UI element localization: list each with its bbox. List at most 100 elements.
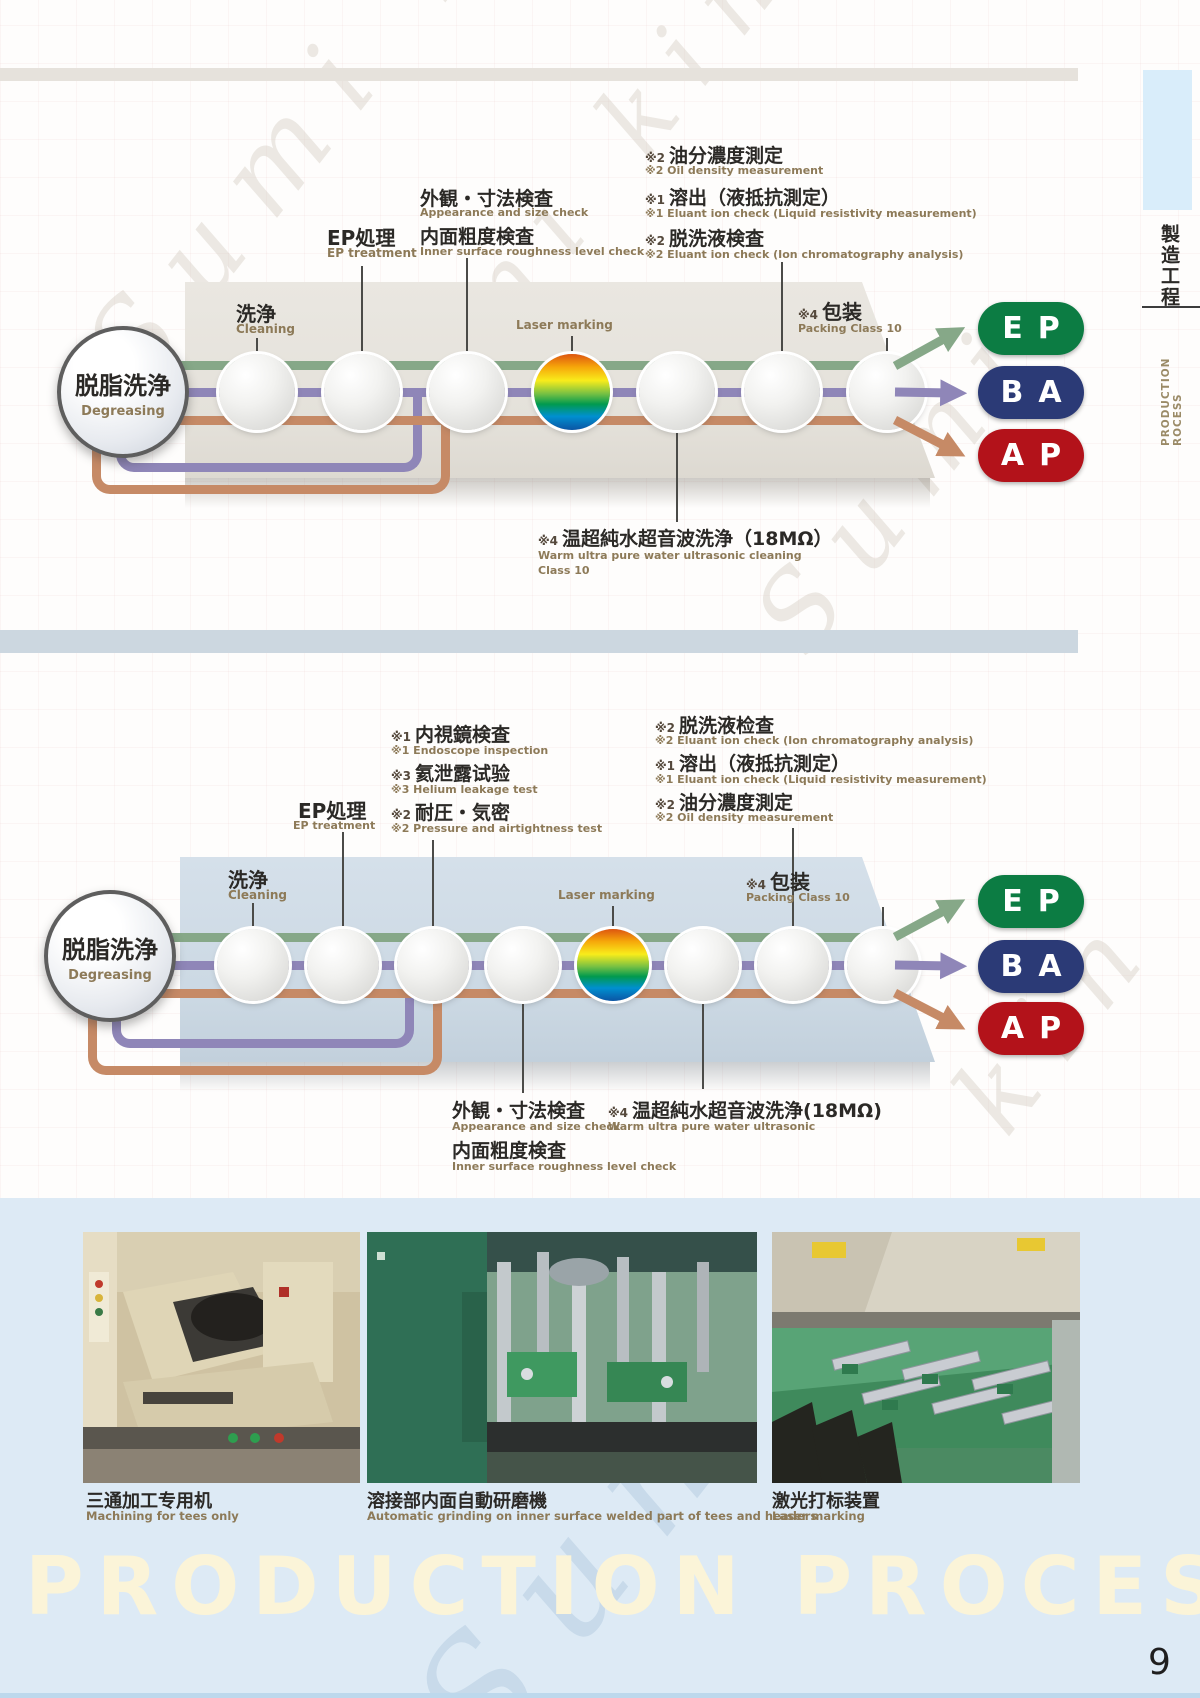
ultrasonic-label-en-bottom: Warm ultra pure water ultrasonic xyxy=(608,1120,816,1133)
ep-treatment-label-jp-top: EP処理 xyxy=(327,226,396,250)
badge-ep-bottom: EP xyxy=(978,875,1084,928)
cleaning-label-en-top: Cleaning xyxy=(236,322,295,336)
eluant1-label-en-bottom: ※1 Eluant ion check (Liquid resistivity … xyxy=(655,773,987,786)
process-circle xyxy=(639,354,715,430)
leader-eluant-top xyxy=(781,262,783,352)
leader-eluant-bottom xyxy=(792,828,794,927)
degreasing-circle-bottom: 脱脂洗浄 Degreasing xyxy=(44,890,176,1022)
ultrasonic-label-en-top: Warm ultra pure water ultrasonic cleanin… xyxy=(538,549,802,562)
endoscope-pre: ※1 xyxy=(391,730,412,744)
endoscope-jp: 内視鏡検査 xyxy=(415,724,511,746)
leader-cleaning-top xyxy=(256,338,258,352)
laser-marking-circle-top xyxy=(534,354,610,430)
sidebar-accent-block xyxy=(1143,70,1192,210)
packing-jp-bottom: 包装 xyxy=(770,870,811,894)
eluant2-label-en-top: ※2 Eluant ion check (Ion chromatography … xyxy=(645,248,964,261)
leader-pressure-bottom xyxy=(432,840,434,927)
loop-orange-bottom xyxy=(88,965,442,1075)
process-circle xyxy=(667,929,739,1001)
packing-label-en-top: Packing Class 10 xyxy=(798,322,902,335)
cleaning-label-jp-bottom: 洗浄 xyxy=(228,868,268,892)
helium-jp: 氦泄露试验 xyxy=(415,763,511,785)
top-divider-bar xyxy=(0,68,1078,81)
ep-treatment-label-en-bottom: EP treatment xyxy=(293,819,376,832)
ultrasonic-jp-bottom: 温超純水超音波洗浄(18MΩ) xyxy=(632,1100,882,1122)
caption-en-photo1: Machining for tees only xyxy=(86,1509,239,1523)
packing-pre-bottom: ※4 xyxy=(746,878,767,892)
badge-ap-top: AP xyxy=(978,429,1084,482)
badge-arrows-bottom xyxy=(893,899,968,1030)
laser-marking-circle-bottom xyxy=(577,929,649,1001)
appearance-label-en-top: Appearance and size check xyxy=(420,206,589,219)
process-circle xyxy=(217,929,289,1001)
process-circle xyxy=(487,929,559,1001)
ultrasonic-pre-top: ※4 xyxy=(538,534,559,548)
sidebar-subtitle: PRODUCTION ROCESS xyxy=(1160,357,1184,446)
sidebar-rule xyxy=(1142,306,1200,308)
process-circle xyxy=(429,354,505,430)
eluant2-jp-bottom: 脱洗液检查 xyxy=(679,715,775,737)
leader-ep-top xyxy=(361,266,363,352)
pressure-label-en: ※2 Pressure and airtightness test xyxy=(391,822,603,835)
badge-ba-top: BA xyxy=(978,366,1084,419)
ep-treatment-label-jp-bottom: EP処理 xyxy=(298,799,367,823)
caption-jp-photo1: 三通加工专用机 xyxy=(86,1491,212,1512)
section-divider-bar xyxy=(0,630,1078,653)
pressure-pre: ※2 xyxy=(391,808,412,822)
helium-label-en: ※3 Helium leakage test xyxy=(391,783,538,796)
caption-jp-photo3: 激光打标装置 xyxy=(772,1491,880,1512)
degreasing-label-en-bottom: Degreasing xyxy=(68,967,152,983)
leader-cleaning-bottom xyxy=(252,903,254,927)
line-purple-top xyxy=(120,388,907,397)
roughness-label-jp-top: 内面粗度検査 xyxy=(420,226,535,248)
leader-packing-top xyxy=(886,338,888,352)
eluant1-label-en-top: ※1 Eluant ion check (Liquid resistivity … xyxy=(645,207,977,220)
leader-appearance-bottom xyxy=(522,1004,524,1093)
appearance-label-jp-top: 外観・寸法検査 xyxy=(420,188,554,210)
pressure-jp: 耐圧・気密 xyxy=(415,802,511,824)
leader-ultrasonic-top xyxy=(676,432,678,522)
badge-ba-bottom: BA xyxy=(978,940,1084,993)
line-green-top xyxy=(120,361,902,370)
oil-jp-top: 油分濃度測定 xyxy=(669,145,784,167)
oil-label-en-bottom: ※2 Oil density measurement xyxy=(655,811,834,824)
leader-appearance-top xyxy=(466,258,468,352)
process-circle xyxy=(397,929,469,1001)
oil-label-en-top: ※2 Oil density measurement xyxy=(645,164,824,177)
degreasing-label-jp: 脱脂洗浄 xyxy=(75,371,171,400)
line-orange-top xyxy=(120,416,902,425)
packing-label-en-bottom: Packing Class 10 xyxy=(746,891,850,904)
process-circle xyxy=(324,354,400,430)
leader-ep-bottom xyxy=(342,832,344,927)
degreasing-label-en: Degreasing xyxy=(81,403,165,419)
eluant1-pre-bottom: ※1 xyxy=(655,759,676,773)
badge-ap-bottom: AP xyxy=(978,1002,1084,1055)
ultrasonic-pre-bottom: ※4 xyxy=(608,1106,629,1120)
leader-laser-bottom xyxy=(612,906,614,927)
roughness-label-en-bottom: Inner surface roughness level check xyxy=(452,1160,677,1173)
process-circle xyxy=(744,354,820,430)
sidebar-title: 製造工程 xyxy=(1158,224,1180,308)
packing-jp-top: 包装 xyxy=(822,300,863,324)
roughness-label-jp-bottom: 内面粗度検査 xyxy=(452,1140,567,1162)
caption-jp-photo2: 溶接部内面自動研磨機 xyxy=(367,1491,547,1512)
oil-pre-bottom: ※2 xyxy=(655,798,676,812)
degreasing-circle-top: 脱脂洗浄 Degreasing xyxy=(57,326,189,458)
ultrasonic-jp-top: 温超純水超音波洗浄（18MΩ） xyxy=(562,528,833,550)
degreasing-label-jp-bottom: 脱脂洗浄 xyxy=(62,935,158,964)
caption-en-photo3: Laser marking xyxy=(772,1509,865,1523)
caption-en-photo2: Automatic grinding on inner surface weld… xyxy=(367,1509,818,1523)
oil-jp-bottom: 油分濃度測定 xyxy=(679,792,794,814)
eluant2-pre-bottom: ※2 xyxy=(655,721,676,735)
ultrasonic-label-en2-top: Class 10 xyxy=(538,564,590,577)
